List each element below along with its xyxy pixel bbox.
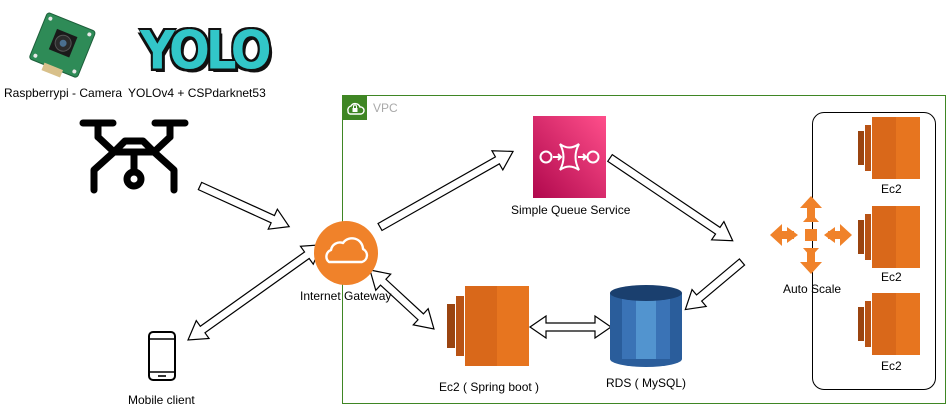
camera-board-icon bbox=[29, 12, 96, 78]
mobile-client-label: Mobile client bbox=[128, 393, 195, 407]
vpc-label: VPC bbox=[373, 101, 398, 115]
arrow-sqs-to-autoscale bbox=[606, 153, 734, 242]
ec2-3-label: Ec2 bbox=[881, 359, 902, 373]
ec2-1-label: Ec2 bbox=[881, 182, 902, 196]
internet-gateway-icon bbox=[314, 221, 378, 285]
ec2-spring-label: Ec2 ( Spring boot ) bbox=[439, 380, 540, 394]
ec2-icon bbox=[447, 286, 529, 366]
rds-icon bbox=[610, 285, 682, 367]
camera-label: Raspberrypi - Camera bbox=[4, 86, 123, 100]
auto-scale-label: Auto Scale bbox=[783, 282, 842, 296]
ec2-icon bbox=[858, 293, 920, 355]
sqs-icon bbox=[533, 116, 606, 198]
ec2-2-label: Ec2 bbox=[881, 270, 902, 284]
rds-label: RDS ( MySQL) bbox=[606, 376, 687, 390]
arrow-gateway-to-sqs bbox=[377, 150, 515, 232]
arrow-drone-to-gateway bbox=[197, 181, 291, 230]
auto-scaling-icon bbox=[770, 196, 852, 274]
ec2-icon bbox=[858, 117, 920, 179]
drone-icon bbox=[79, 119, 189, 194]
yolo-logo: YOLO bbox=[140, 20, 272, 82]
mobile-phone-icon bbox=[148, 331, 176, 381]
arrow-autoscale-to-rds bbox=[684, 258, 746, 311]
arrow-ec2-rds bbox=[528, 314, 613, 340]
ec2-icon bbox=[858, 206, 920, 268]
yolo-label: YOLOv4 + CSPdarknet53 bbox=[128, 86, 266, 100]
internet-gateway-label: Internet Gateway bbox=[300, 289, 392, 303]
vpc-lock-icon bbox=[343, 96, 367, 120]
arrow-gateway-ec2 bbox=[369, 269, 435, 330]
sqs-label: Simple Queue Service bbox=[511, 203, 631, 217]
